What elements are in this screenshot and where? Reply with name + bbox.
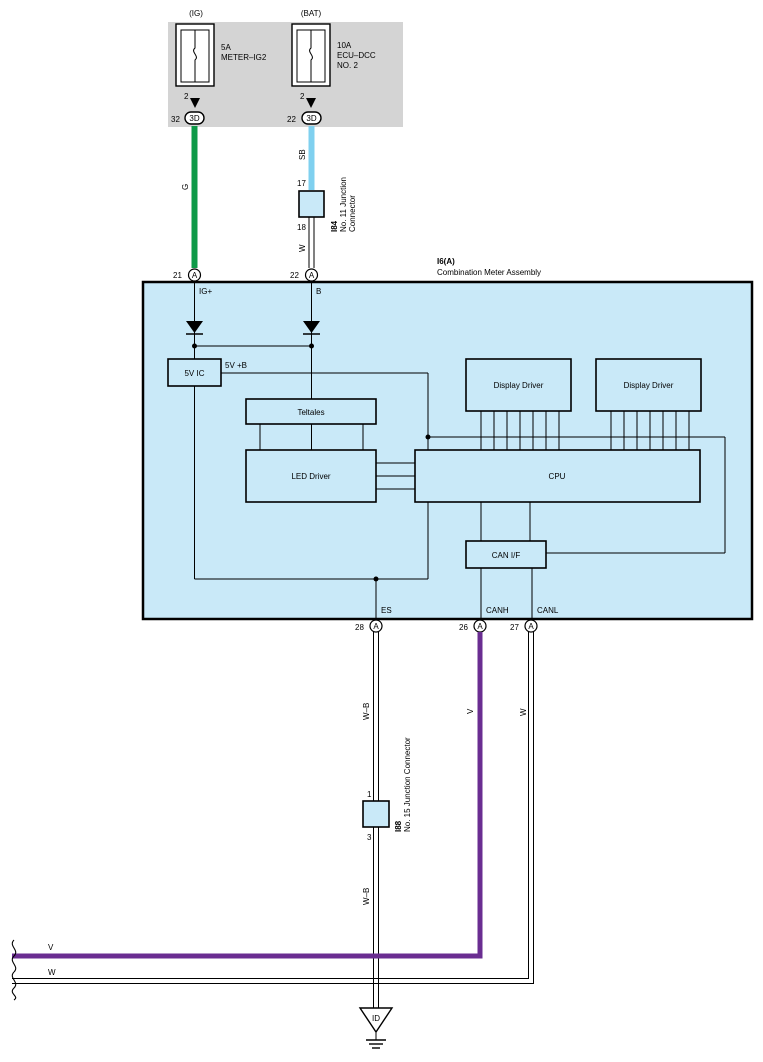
junction-connector-i88: 1 3 I88 No. 15 Junction Connector xyxy=(362,737,412,842)
ground-symbol: ID xyxy=(358,1007,394,1049)
diode-ig-icon xyxy=(186,321,203,335)
wire-violet xyxy=(12,632,483,959)
i88-pin-bottom: 3 xyxy=(367,833,372,842)
fuse-2-name2: NO. 2 xyxy=(337,61,358,70)
fuse-2-arrow-icon xyxy=(306,98,316,108)
junction-dot-2 xyxy=(309,343,314,349)
i88-name: No. 15 Junction Connector xyxy=(403,737,412,832)
fuse-ecu-dcc-no2: (BAT) 10A ECU–DCC NO. 2 2 3D 22 xyxy=(287,9,376,125)
ground-label: ID xyxy=(372,1014,380,1023)
fuse-2-link-icon xyxy=(309,30,313,82)
terminal-canl-label: CANL xyxy=(537,606,559,615)
fuse-1-conn-pin: 32 xyxy=(171,115,180,124)
terminal-b-label: B xyxy=(316,287,321,296)
i84-name1: No. 11 Junction xyxy=(339,177,348,232)
fuse-2-conn: 3D xyxy=(306,114,316,123)
wire-break-marks xyxy=(11,939,17,1001)
wire-w-label-top: W xyxy=(298,244,307,252)
block-led-driver-label: LED Driver xyxy=(291,472,330,481)
terminal-canl-pin: 27 xyxy=(510,623,519,632)
terminal-ig-pin: 21 xyxy=(173,271,182,280)
junction-dot-3 xyxy=(425,434,431,440)
diode-b-icon xyxy=(303,321,320,335)
terminal-canh: 26 A xyxy=(459,619,487,633)
wire-sb-label: SB xyxy=(298,149,307,160)
wire-wb-label-bottom: W–B xyxy=(362,888,371,905)
wire-w-label-horizontal: W xyxy=(48,968,56,977)
wire-g-label: G xyxy=(181,184,190,190)
terminal-canh-conn: A xyxy=(477,622,483,631)
block-5v-ic xyxy=(167,358,222,387)
terminal-canh-pin: 26 xyxy=(459,623,468,632)
block-led-driver xyxy=(245,449,377,503)
terminal-b-conn: A xyxy=(309,271,315,280)
block-display-driver-1 xyxy=(465,358,572,412)
terminal-es-label: ES xyxy=(381,606,392,615)
i84-pin-top: 17 xyxy=(297,179,306,188)
fuse-2-rating: 10A xyxy=(337,41,352,50)
fuse-2-supply: (BAT) xyxy=(301,9,322,18)
i88-pin-top: 1 xyxy=(367,790,372,799)
fuse-2-name: ECU–DCC xyxy=(337,51,376,60)
terminal-canl-conn: A xyxy=(528,622,534,631)
junction-connector-i84: 17 18 I84 No. 11 Junction Connector xyxy=(297,177,357,232)
terminal-es-bubble xyxy=(369,619,383,633)
junction-dot-4 xyxy=(373,576,379,582)
block-5v-ic-label: 5V IC xyxy=(184,369,204,378)
block-telltales-label: Teltales xyxy=(297,408,324,417)
wire-v-label-horizontal: V xyxy=(48,943,54,952)
fuse-1-pin: 2 xyxy=(184,92,189,101)
fuse-2-pin: 2 xyxy=(300,92,305,101)
display-bus-lines xyxy=(480,411,690,450)
meter-id: I6(A) xyxy=(437,257,455,266)
block-display-driver-1-label: Display Driver xyxy=(494,381,544,390)
i84-id: I84 xyxy=(330,220,339,232)
terminal-es: 28 A xyxy=(355,619,383,633)
fuse-2-conn-pin: 22 xyxy=(287,115,296,124)
i84-pin-bottom: 18 xyxy=(297,223,306,232)
meter-name: Combination Meter Assembly xyxy=(437,268,541,277)
terminal-canh-label: CANH xyxy=(486,606,509,615)
block-telltales xyxy=(245,398,377,425)
terminal-canl-bubble xyxy=(524,619,538,633)
i88-id: I88 xyxy=(394,820,403,832)
wire-white-canl xyxy=(12,632,534,984)
fuse-2-conn-bubble xyxy=(301,111,322,125)
terminal-b-pin: 22 xyxy=(290,271,299,280)
wire-w-label-vertical: W xyxy=(519,708,528,716)
terminal-es-pin: 28 xyxy=(355,623,364,632)
block-can-if xyxy=(465,540,547,569)
fuse-1-conn: 3D xyxy=(189,114,199,123)
wire-w-b xyxy=(373,632,379,1008)
block-display-driver-2 xyxy=(595,358,702,412)
label-5v-plus-b: 5V +B xyxy=(225,361,247,370)
terminal-ig-conn: A xyxy=(192,271,198,280)
terminal-ig-label: IG+ xyxy=(199,287,212,296)
fuse-1-rating: 5A xyxy=(221,43,231,52)
terminal-es-conn: A xyxy=(373,622,379,631)
terminal-canl: 27 A xyxy=(510,619,538,633)
block-cpu-label: CPU xyxy=(549,472,566,481)
i84-name2: Connector xyxy=(348,195,357,232)
block-display-driver-2-label: Display Driver xyxy=(624,381,674,390)
fuse-1-conn-bubble xyxy=(184,111,205,125)
fuse-1-link-icon xyxy=(193,30,197,82)
fuse-1-supply: (IG) xyxy=(189,9,203,18)
wire-v-label-vertical: V xyxy=(466,708,475,714)
fuse-1-name: METER–IG2 xyxy=(221,53,267,62)
i84-box xyxy=(298,190,325,218)
fuse-meter-ig2: (IG) 5A METER–IG2 2 3D 32 xyxy=(171,9,267,125)
fuse-1-arrow-icon xyxy=(190,98,200,108)
block-can-if-label: CAN I/F xyxy=(492,551,521,560)
terminal-ig: 21 A xyxy=(173,268,202,282)
wire-wb-label-top: W–B xyxy=(362,703,371,720)
terminal-b: 22 A xyxy=(290,268,319,282)
block-cpu xyxy=(414,449,701,503)
ground-triangle-icon xyxy=(358,1007,394,1034)
i88-box xyxy=(362,800,390,828)
junction-dot-1 xyxy=(192,343,197,349)
